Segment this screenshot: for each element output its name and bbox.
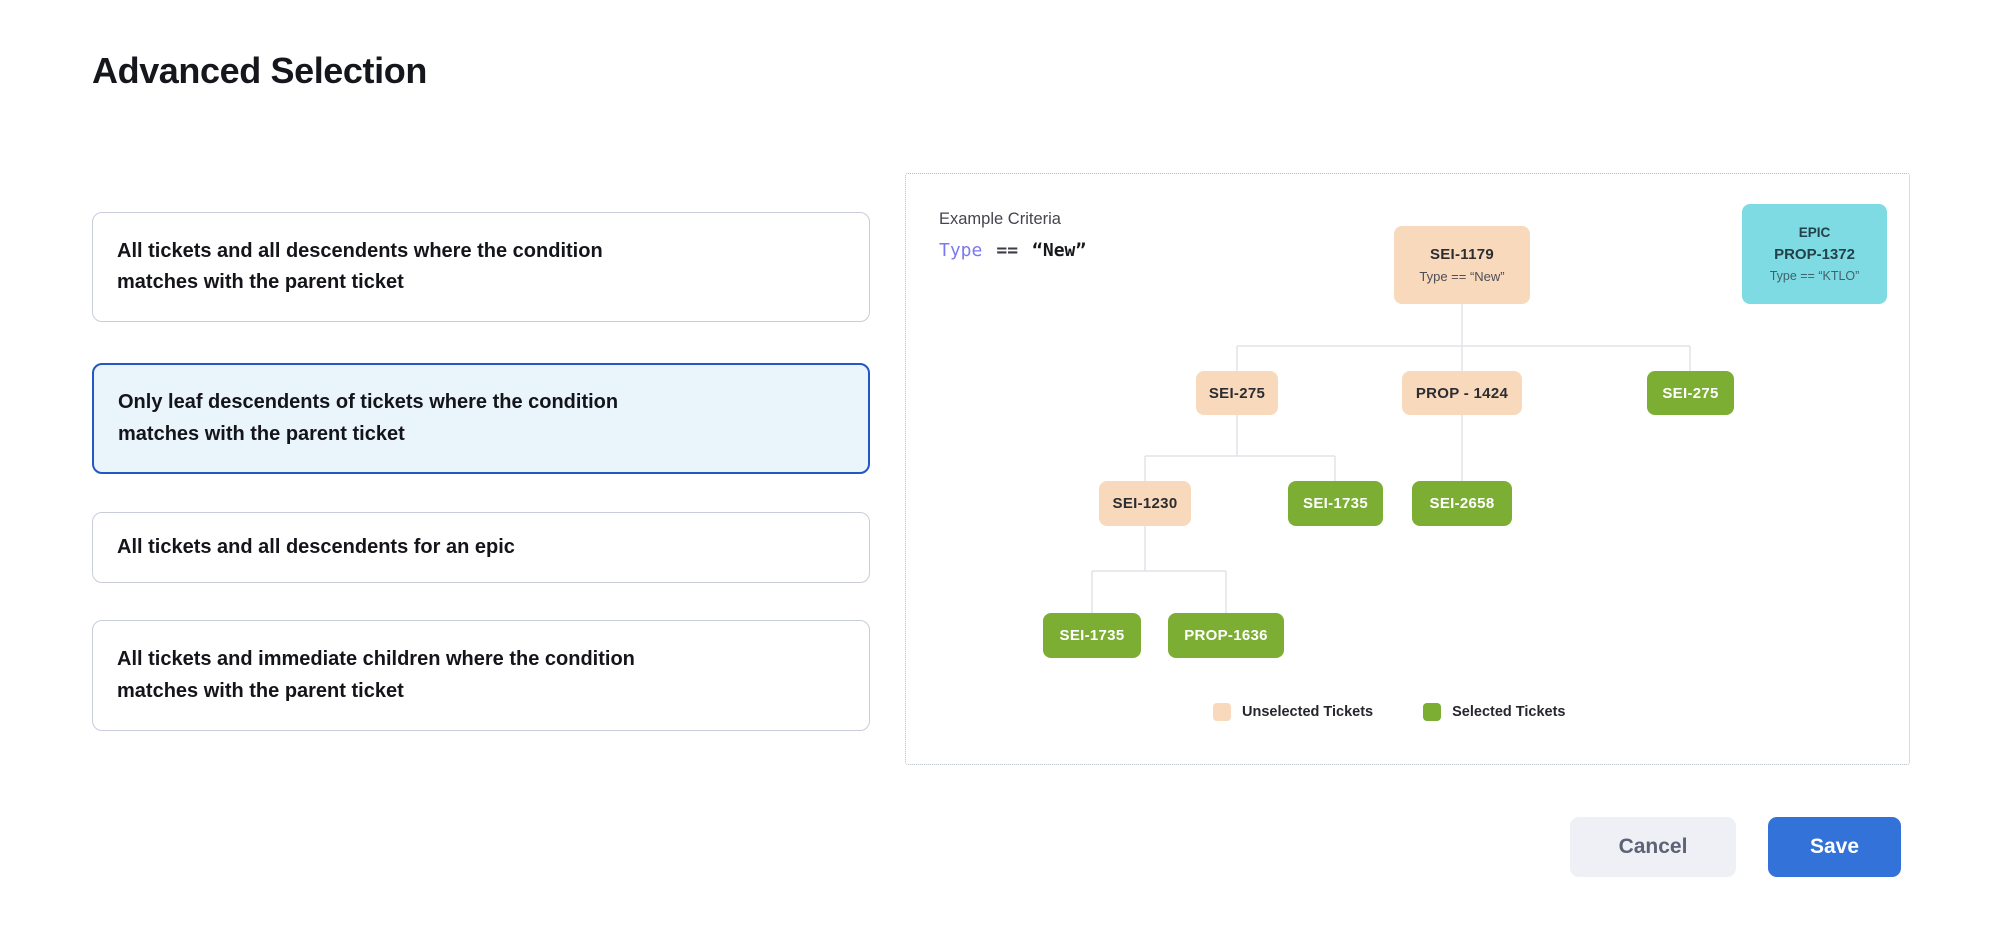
criteria-operator: ==	[996, 240, 1019, 261]
tree-node-sei-1735-leaf: SEI-1735	[1043, 613, 1141, 658]
ticket-id: SEI-1179	[1429, 246, 1495, 263]
tree-node-sei-1179-root: SEI-1179 Type == “New”	[1394, 226, 1530, 304]
legend-label: Unselected Tickets	[1242, 704, 1374, 720]
selected-swatch-icon	[1423, 703, 1442, 721]
legend: Unselected Tickets Selected Tickets	[1213, 703, 1566, 721]
ticket-id: PROP - 1424	[1415, 384, 1509, 402]
ticket-id: SEI-275	[1208, 384, 1266, 402]
option-only-leaf-descendents[interactable]: Only leaf descendents of tickets where t…	[92, 363, 870, 474]
ticket-id: SEI-1230	[1112, 495, 1178, 512]
cancel-button[interactable]: Cancel	[1570, 817, 1736, 877]
ticket-id: SEI-2658	[1429, 495, 1495, 512]
tree-node-prop-1636: PROP-1636	[1168, 613, 1284, 658]
ticket-id: SEI-1735	[1059, 627, 1125, 644]
option-label: All tickets and all descendents where th…	[117, 239, 603, 294]
page-title: Advanced Selection	[92, 50, 427, 91]
ticket-id: SEI-275	[1662, 384, 1719, 402]
option-all-tickets-immediate-children[interactable]: All tickets and immediate children where…	[92, 620, 870, 731]
tree-node-sei-2658: SEI-2658	[1412, 481, 1512, 526]
tree-node-prop-1424: PROP - 1424	[1402, 371, 1522, 415]
option-all-tickets-all-descendents[interactable]: All tickets and all descendents where th…	[92, 212, 870, 322]
criteria-field: Type	[939, 240, 983, 261]
modal-footer: Cancel Save	[1570, 817, 1901, 877]
option-label: All tickets and immediate children where…	[117, 648, 635, 702]
legend-item-selected: Selected Tickets	[1423, 703, 1566, 721]
legend-item-unselected: Unselected Tickets	[1213, 703, 1373, 721]
unselected-swatch-icon	[1213, 703, 1231, 721]
tree-node-sei-1735-mid: SEI-1735	[1288, 481, 1383, 526]
example-criteria-heading: Example Criteria	[939, 210, 1061, 228]
ticket-id: SEI-1735	[1303, 495, 1368, 512]
tree-node-sei-1230: SEI-1230	[1099, 481, 1191, 526]
epic-id: PROP-1372	[1774, 246, 1855, 263]
criteria-expression: Type == “New”	[939, 240, 1086, 261]
tree-connectors	[1091, 304, 1691, 613]
tree-node-sei-275-selected: SEI-275	[1647, 371, 1734, 415]
option-label: Only leaf descendents of tickets where t…	[118, 391, 619, 445]
save-button[interactable]: Save	[1768, 817, 1901, 877]
ticket-condition: Type == “New”	[1419, 269, 1505, 284]
legend-label: Selected Tickets	[1452, 704, 1566, 720]
epic-tag: EPIC	[1798, 225, 1831, 240]
option-all-descendents-for-epic[interactable]: All tickets and all descendents for an e…	[92, 512, 870, 583]
option-label: All tickets and all descendents for an e…	[117, 535, 515, 558]
criteria-value: “New”	[1032, 240, 1087, 261]
epic-card-prop-1372: EPIC PROP-1372 Type == “KTLO”	[1742, 204, 1887, 304]
example-criteria-panel: Example Criteria Type == “New” SEI-1179 …	[905, 173, 1910, 765]
tree-node-sei-275-unselected: SEI-275	[1196, 371, 1278, 415]
epic-condition: Type == “KTLO”	[1769, 269, 1860, 283]
ticket-id: PROP-1636	[1184, 627, 1268, 644]
